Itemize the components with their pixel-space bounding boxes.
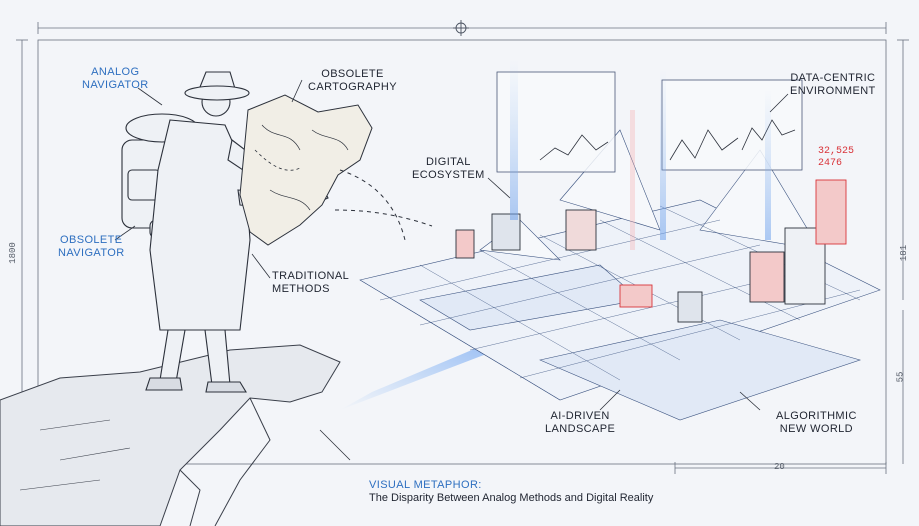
crosshair-icon [453, 20, 469, 36]
obsolete-navigator-line2: NAVIGATOR [58, 247, 125, 259]
map-icon [239, 94, 373, 246]
caption-heading: VISUAL METAPHOR: [369, 479, 482, 491]
ai-driven-landscape-label: AI-DRIVEN LANDSCAPE [545, 410, 615, 436]
data-centric-line2: ENVIRONMENT [790, 85, 876, 97]
analog-navigator-label: ANALOG NAVIGATOR [82, 66, 149, 92]
digital-ecosystem-line1: DIGITAL [425, 156, 471, 168]
analog-navigator-line1: ANALOG [91, 66, 140, 78]
dimension-right-lower: 55 [895, 371, 906, 383]
obsolete-cartography-line2: CARTOGRAPHY [308, 81, 397, 93]
obsolete-navigator-label: OBSOLETE NAVIGATOR [58, 234, 125, 260]
cliff [0, 344, 341, 526]
obsolete-cartography-line1: OBSOLETE [321, 68, 384, 80]
light-pillars [510, 60, 771, 250]
obsolete-navigator-line1: OBSOLETE [60, 234, 123, 246]
readout-value-top: 32,525 [818, 146, 855, 157]
ai-driven-line2: LANDSCAPE [545, 423, 616, 435]
algorithmic-line1: ALGORITHMIC [776, 410, 857, 422]
data-centric-line1: DATA-CENTRIC [790, 72, 876, 84]
obsolete-cartography-label: OBSOLETE CARTOGRAPHY [308, 68, 397, 94]
algorithmic-line2: NEW WORLD [779, 423, 854, 435]
digital-ecosystem-label: DIGITAL ECOSYSTEM [412, 156, 485, 182]
caption-subtitle: The Disparity Between Analog Methods and… [369, 492, 654, 504]
analog-navigator-figure [121, 71, 329, 393]
ai-driven-line1: AI-DRIVEN [550, 410, 610, 422]
server-icon [455, 179, 847, 323]
analog-navigator-line2: NAVIGATOR [82, 79, 149, 91]
leader-lines [114, 79, 789, 461]
data-centric-environment-label: DATA-CENTRIC ENVIRONMENT [790, 72, 876, 98]
traditional-methods-line1: TRADITIONAL [272, 270, 350, 282]
readout-value-bottom: 2476 [818, 158, 843, 169]
algorithmic-new-world-label: ALGORITHMIC NEW WORLD [776, 410, 857, 436]
dimension-right-height: 181 [899, 244, 910, 262]
dimension-left-height: 1800 [7, 242, 18, 264]
traditional-methods-label: TRADITIONAL METHODS [272, 270, 349, 296]
dimension-bottom-width: 20 [774, 462, 785, 472]
dashed-flow [334, 169, 433, 241]
traditional-methods-line2: METHODS [272, 283, 330, 295]
digital-ecosystem-line2: ECOSYSTEM [412, 169, 485, 181]
data-panels [496, 71, 803, 173]
